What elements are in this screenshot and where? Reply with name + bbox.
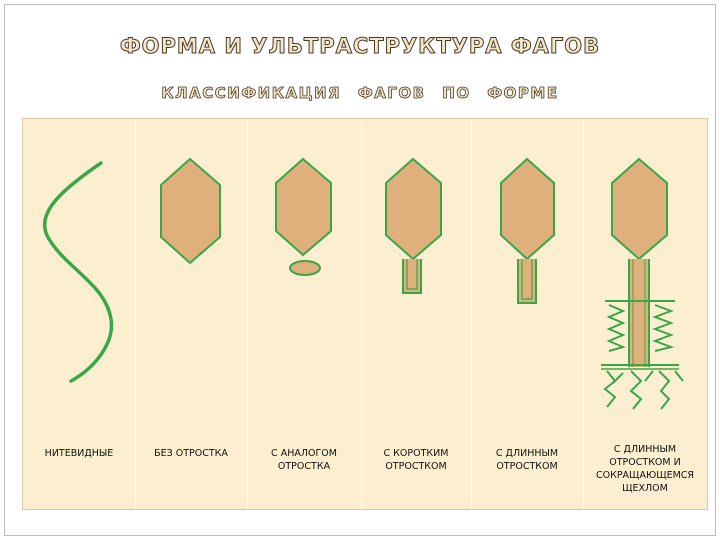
tail-fiber-2 (612, 370, 643, 410)
tail-fiber-1 (603, 370, 617, 408)
filamentous-phage-drawing (42, 161, 114, 383)
phage-type-tail-analog: С АНАЛОГОМ ОТРОСТКА (247, 119, 362, 509)
capsid-head (275, 157, 332, 257)
long-tail-outline (517, 259, 537, 304)
contractile-phage-drawing (601, 157, 684, 410)
phage-type-contractile-sheath: С ДЛИННЫМ ОТРОСТКОМ И СОКРАЩАЮЩЕМСЯ ЩЕХЛ… (583, 119, 707, 509)
capsid-head (500, 157, 555, 261)
no-tail-phage-drawing (160, 157, 221, 265)
label-long-tail: С ДЛИННЫМ ОТРОСТКОМ (495, 448, 559, 472)
sheath-coil-right (652, 304, 675, 352)
tail-analog (289, 260, 321, 276)
label-contractile-sheath: С ДЛИННЫМ ОТРОСТКОМ И СОКРАЩАЮЩЕМСЯ ЩЕХЛ… (595, 444, 695, 494)
capsid-head (385, 157, 442, 261)
short-tail-outline (402, 259, 422, 294)
label-tail-analog: С АНАЛОГОМ ОТРОСТКА (271, 448, 337, 472)
short-tail-phage-drawing (385, 157, 442, 294)
short-tail (403, 259, 421, 293)
tail-fiber-3 (644, 370, 671, 410)
capsid-head (611, 157, 668, 261)
long-tail-inner (521, 259, 533, 300)
tail-tube (629, 259, 649, 367)
filament-shape (42, 161, 114, 383)
long-tail-phage-drawing (500, 157, 555, 304)
label-short-tail: С КОРОТКИМ ОТРОСТКОМ (383, 448, 449, 472)
tail-analog-phage-drawing (275, 157, 332, 276)
capsid-head (160, 157, 221, 265)
phage-type-short-tail: С КОРОТКИМ ОТРОСТКОМ (361, 119, 472, 509)
sheath-coil-left (606, 304, 626, 352)
long-tail (518, 259, 536, 303)
phage-type-no-tail: БЕЗ ОТРОСТКА (135, 119, 248, 509)
slide-title: ФОРМА И УЛЬТРАСТРУКТУРА ФАГОВ (119, 34, 601, 59)
label-filamentous: НИТЕВИДНЫЕ (44, 448, 114, 459)
slide-subtitle: КЛАССИФИКАЦИЯ ФАГОВ ПО ФОРМЕ (161, 84, 559, 103)
phage-type-filamentous: НИТЕВИДНЫЕ (23, 119, 136, 509)
label-no-tail: БЕЗ ОТРОСТКА (154, 448, 228, 459)
phage-type-long-tail: С ДЛИННЫМ ОТРОСТКОМ (471, 119, 584, 509)
tail-fiber-4 (674, 370, 684, 382)
short-tail-inner (406, 259, 418, 290)
slide-border (4, 4, 716, 536)
classification-panel: НИТЕВИДНЫЕ БЕЗ ОТРОСТКА С АНАЛОГОМ ОТРОС… (22, 118, 708, 510)
